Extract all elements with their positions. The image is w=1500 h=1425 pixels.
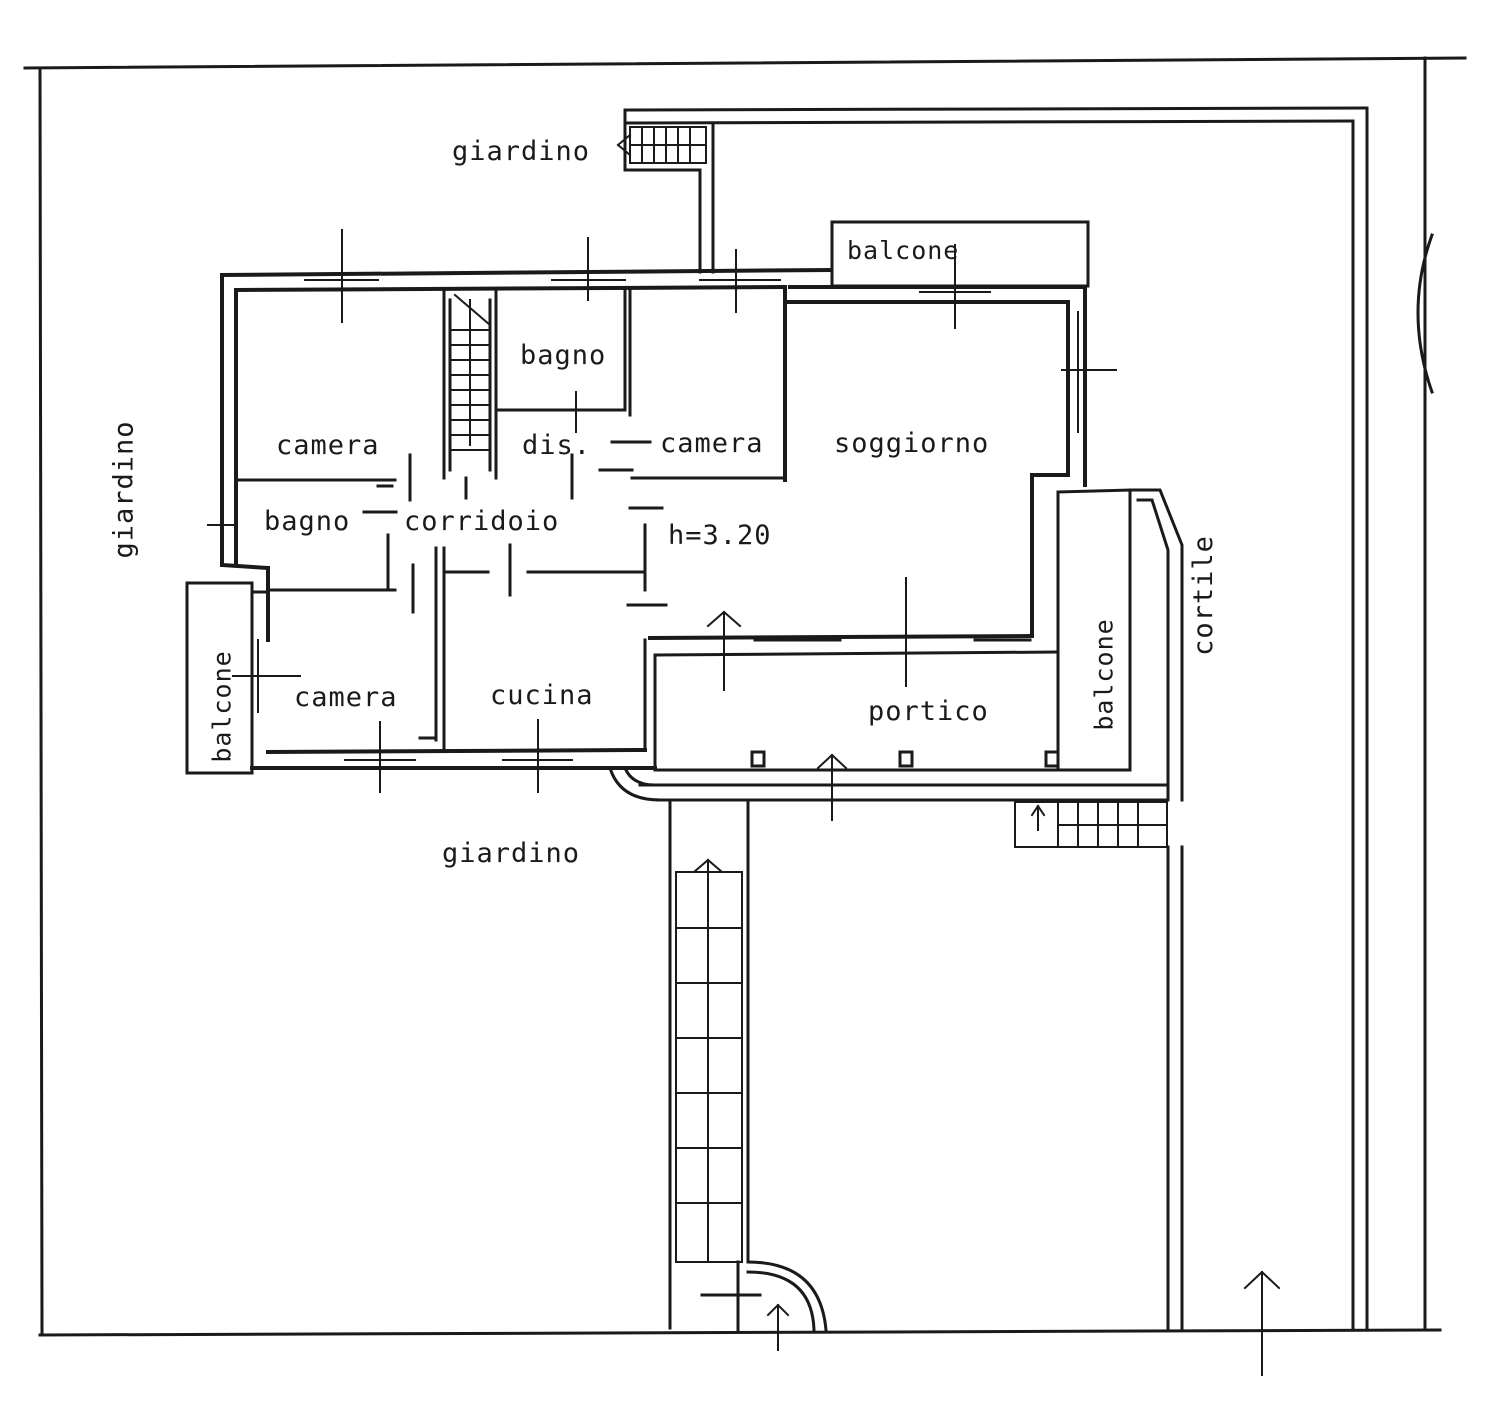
portico-walls bbox=[610, 640, 1168, 800]
label-camera-nw: camera bbox=[276, 430, 380, 461]
boundary-wall-right bbox=[625, 108, 1367, 1330]
label-cortile: cortile bbox=[1187, 535, 1219, 656]
label-cucina: cucina bbox=[490, 680, 594, 711]
label-camera-sw: camera bbox=[294, 682, 398, 713]
label-giardino-top: giardino bbox=[452, 136, 591, 167]
stair-right bbox=[1015, 802, 1167, 847]
label-balcone-left: balcone bbox=[207, 650, 237, 763]
label-soggiorno: soggiorno bbox=[834, 428, 990, 459]
label-dis: dis. bbox=[522, 430, 592, 461]
gate bbox=[702, 1262, 826, 1330]
label-ceiling-height: h=3.20 bbox=[668, 520, 772, 551]
label-balcone-right: balcone bbox=[1089, 618, 1119, 731]
paving-tiles bbox=[676, 872, 742, 1262]
door-marks bbox=[364, 442, 666, 612]
balcony-right bbox=[1058, 490, 1182, 800]
label-balcone-top: balcone bbox=[847, 236, 960, 265]
label-camera-n: camera bbox=[660, 428, 764, 459]
label-portico: portico bbox=[868, 696, 989, 727]
interior-walls bbox=[236, 290, 785, 750]
house-outer-walls bbox=[222, 270, 1085, 768]
entry-arrows bbox=[694, 612, 1279, 1375]
label-giardino-left: giardino bbox=[108, 420, 140, 559]
label-bagno-w: bagno bbox=[264, 506, 351, 537]
neighbour-arc bbox=[1418, 235, 1432, 392]
balcony-top bbox=[832, 222, 1088, 286]
property-boundary bbox=[25, 58, 1465, 1335]
label-giardino-bottom: giardino bbox=[442, 838, 581, 869]
label-bagno-n: bagno bbox=[520, 340, 607, 371]
stair-interior bbox=[450, 295, 490, 450]
balcony-left bbox=[187, 583, 252, 773]
window-marks bbox=[208, 230, 1116, 792]
label-corridoio: corridoio bbox=[404, 506, 560, 537]
stair-top bbox=[618, 127, 706, 163]
driveway bbox=[670, 800, 1182, 1330]
